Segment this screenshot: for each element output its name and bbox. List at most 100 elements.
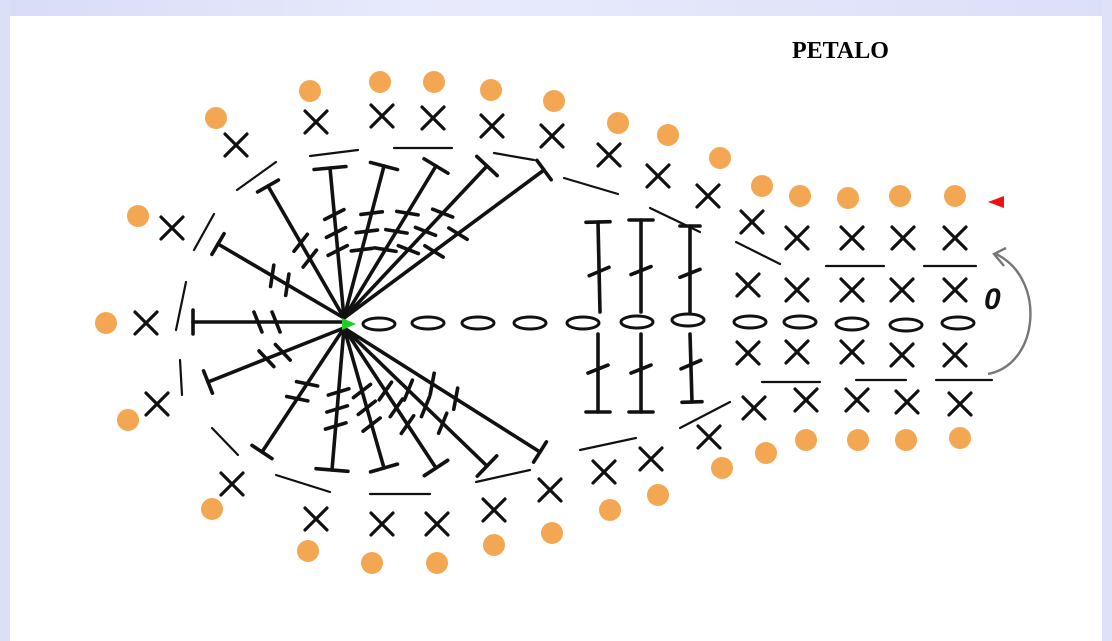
sc-stitch <box>591 459 617 485</box>
sc-stitch <box>695 183 721 209</box>
orange-dot <box>709 147 731 169</box>
background-frame-right <box>1102 0 1112 641</box>
tall-stitch <box>201 326 346 395</box>
tall-stitch <box>312 164 350 320</box>
orange-dot <box>607 112 629 134</box>
turning-chain-label: 0 <box>984 283 1001 316</box>
tall-stitch <box>342 160 400 320</box>
orange-dot <box>369 71 391 93</box>
tall-stitch <box>584 332 612 414</box>
orange-dot <box>480 79 502 101</box>
sc-stitch <box>696 424 722 450</box>
sc-stitch <box>133 310 159 336</box>
chain-oval <box>782 314 818 330</box>
sc-stitch <box>839 339 865 365</box>
outline-dash <box>308 148 360 158</box>
tall-stitch <box>342 156 450 320</box>
sc-stitch <box>369 511 395 537</box>
orange-dot <box>361 552 383 574</box>
orange-dot <box>95 312 117 334</box>
chain-oval <box>512 315 548 331</box>
orange-dot <box>127 205 149 227</box>
sc-stitch <box>894 389 920 415</box>
orange-dot <box>541 522 563 544</box>
tall-stitch <box>191 308 346 336</box>
tall-stitch <box>342 158 553 320</box>
start-marker-icon <box>342 318 356 330</box>
sc-stitch <box>735 272 761 298</box>
sc-stitch <box>159 215 185 241</box>
chain-oval <box>732 314 768 330</box>
tall-stitch <box>627 332 655 414</box>
tall-stitch <box>342 326 549 464</box>
sc-stitch <box>741 395 767 421</box>
chain-oval <box>940 315 976 331</box>
chain-oval <box>670 312 706 328</box>
sc-stitch <box>303 506 329 532</box>
chain-oval <box>888 317 924 333</box>
orange-dot <box>895 429 917 451</box>
turn-arrow-icon <box>987 252 1032 376</box>
sc-stitch <box>844 387 870 413</box>
tall-stitch <box>210 231 346 320</box>
orange-dot <box>423 71 445 93</box>
tall-stitch <box>342 326 400 474</box>
sc-stitch <box>739 209 765 235</box>
orange-dot <box>483 534 505 556</box>
background-frame-top <box>0 0 1112 16</box>
sc-stitch <box>219 471 245 497</box>
sc-stitch <box>889 277 915 303</box>
tall-stitch <box>584 219 612 314</box>
end-marker-icon <box>988 196 1004 208</box>
outline-dash <box>235 160 278 192</box>
orange-dot <box>299 80 321 102</box>
chain-oval <box>361 316 397 332</box>
sc-stitch <box>303 109 329 135</box>
orange-dot <box>889 185 911 207</box>
orange-dot <box>426 552 448 574</box>
sc-stitch <box>735 340 761 366</box>
sc-stitch <box>537 477 563 503</box>
tall-stitch <box>627 218 655 314</box>
outline-dash <box>678 400 732 430</box>
sc-stitch <box>223 132 249 158</box>
chain-oval <box>619 314 655 330</box>
outline-dash <box>474 468 532 484</box>
sc-stitch <box>784 277 810 303</box>
tall-stitch <box>342 326 450 478</box>
outline-dash <box>562 176 620 196</box>
orange-dot <box>711 457 733 479</box>
outline-dash <box>734 240 782 266</box>
tall-stitch <box>679 332 704 405</box>
diagram-title: PETALO <box>792 38 889 64</box>
sc-stitch <box>539 123 565 149</box>
tall-stitch <box>678 224 702 314</box>
outline-dash <box>174 280 188 332</box>
tall-stitch <box>255 178 346 320</box>
sc-stitch <box>144 391 170 417</box>
sc-stitch <box>942 225 968 251</box>
orange-dot <box>751 175 773 197</box>
orange-dot <box>949 427 971 449</box>
orange-dot <box>837 187 859 209</box>
sc-stitch <box>784 339 810 365</box>
sc-stitch <box>793 387 819 413</box>
orange-dot <box>297 540 319 562</box>
tall-stitch <box>250 326 346 461</box>
orange-dot <box>795 429 817 451</box>
orange-dot <box>205 107 227 129</box>
sc-stitch <box>947 391 973 417</box>
outline-dash <box>492 151 536 162</box>
orange-dot <box>647 484 669 506</box>
sc-stitch <box>638 446 664 472</box>
sc-stitch <box>784 225 810 251</box>
sc-stitch <box>839 277 865 303</box>
chain-oval <box>834 316 870 332</box>
sc-stitch <box>481 497 507 523</box>
orange-dot <box>117 409 139 431</box>
background-frame-left <box>0 0 10 641</box>
orange-dot <box>755 442 777 464</box>
turn-arrowhead-icon <box>992 246 1007 267</box>
sc-stitch <box>645 163 671 189</box>
